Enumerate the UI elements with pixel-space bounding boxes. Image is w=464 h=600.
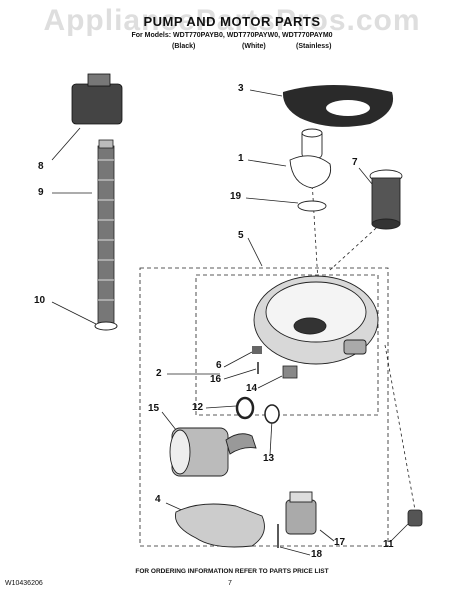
variant-white: (White): [242, 43, 266, 50]
gasket-part-3: [282, 85, 394, 127]
document-number: W10436206: [5, 580, 43, 587]
callout-7: 7: [352, 157, 358, 168]
sump-base-part-5: [253, 275, 379, 365]
connector-part-14: [282, 365, 298, 379]
callout-8: 8: [38, 161, 44, 172]
callout-5: 5: [238, 230, 244, 241]
callout-6: 6: [216, 360, 222, 371]
models-line: For Models: WDT770PAYB0, WDT770PAYW0, WD…: [131, 32, 333, 39]
callout-1: 1: [238, 153, 244, 164]
callout-16: 16: [210, 374, 222, 385]
callout-14: 14: [246, 383, 258, 394]
hose-part-9: [97, 139, 115, 327]
callout-13: 13: [263, 453, 275, 464]
switch-part-8: [71, 73, 123, 125]
callout-15: 15: [148, 403, 160, 414]
fan-motor-part-17: [285, 491, 317, 535]
callout-10: 10: [34, 295, 46, 306]
ordering-note: FOR ORDERING INFORMATION REFER TO PARTS …: [135, 568, 329, 575]
callout-19: 19: [230, 191, 242, 202]
variant-stainless: (Stainless): [296, 43, 332, 50]
filter-part-7: [369, 169, 403, 230]
callout-18: 18: [311, 549, 323, 560]
callout-17: 17: [334, 537, 346, 548]
wire-connector-part-11: [407, 509, 423, 527]
callout-4: 4: [155, 494, 161, 505]
watermark: AppliancePartsPros.com: [43, 4, 421, 37]
pump-housing-part-1: [289, 128, 332, 189]
callout-2: 2: [156, 368, 162, 379]
seal-part-19: [297, 200, 327, 212]
cover-part-4: [174, 503, 265, 548]
callout-3: 3: [238, 83, 244, 94]
variant-black: (Black): [172, 43, 196, 50]
clamp-part-10: [94, 321, 118, 331]
page-title: PUMP AND MOTOR PARTS: [143, 14, 321, 29]
callout-12: 12: [192, 402, 204, 413]
page-number: 7: [228, 580, 232, 587]
callout-11: 11: [383, 539, 394, 550]
motor-part-15: [169, 427, 257, 477]
callout-9: 9: [38, 187, 44, 198]
seal-ring-part-13: [264, 404, 280, 424]
outer-assembly-box: [139, 267, 389, 547]
inner-assembly-box: [195, 274, 379, 416]
seal-ring-part-12: [235, 396, 255, 420]
bracket-part-6: [252, 346, 262, 354]
